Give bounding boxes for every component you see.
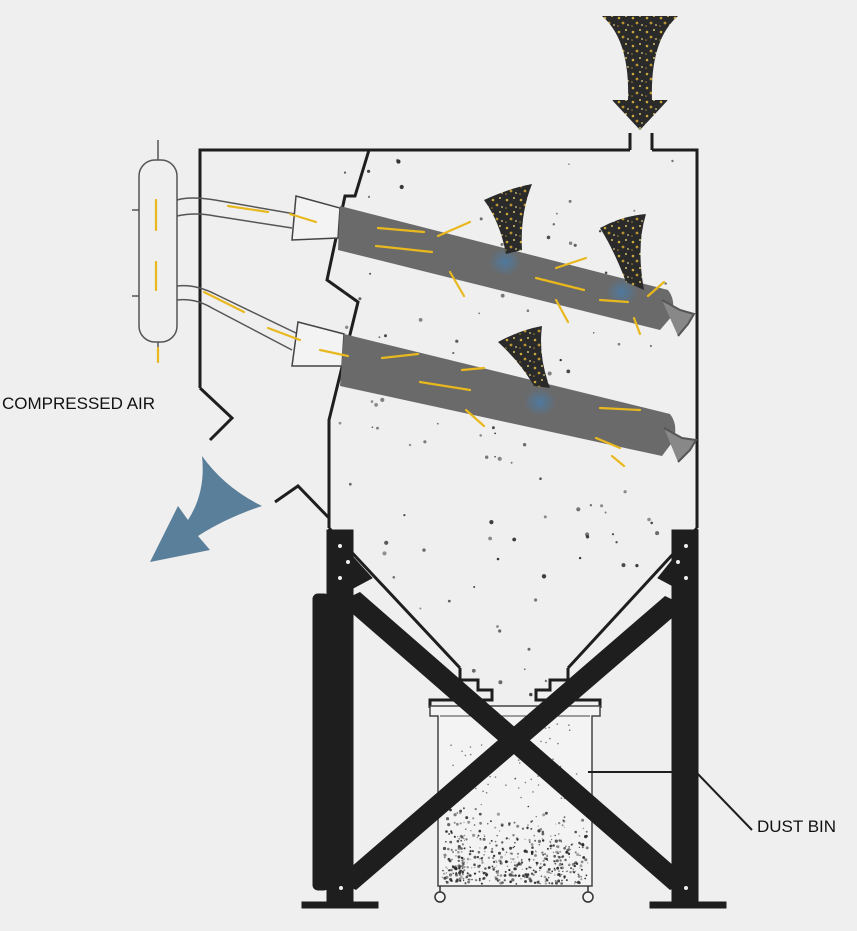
dust-inlet-arrow [602,16,678,130]
venturis [291,195,345,367]
support-frame [301,529,727,909]
dust-bin-label: DUST BIN [757,817,837,836]
compressed-air-label: COMPRESSED AIR [2,394,156,413]
clean-air-outlet-arrow [150,456,262,562]
dust-bin-leader [588,771,753,831]
dust-cake-fragments [484,184,646,388]
air-header [132,140,178,362]
inlet-neck [628,133,654,150]
frame-bolts [338,544,688,890]
blowpipes [176,197,299,351]
collected-dust [441,722,589,885]
pulse-glows [489,248,638,416]
air-jets [154,198,666,468]
